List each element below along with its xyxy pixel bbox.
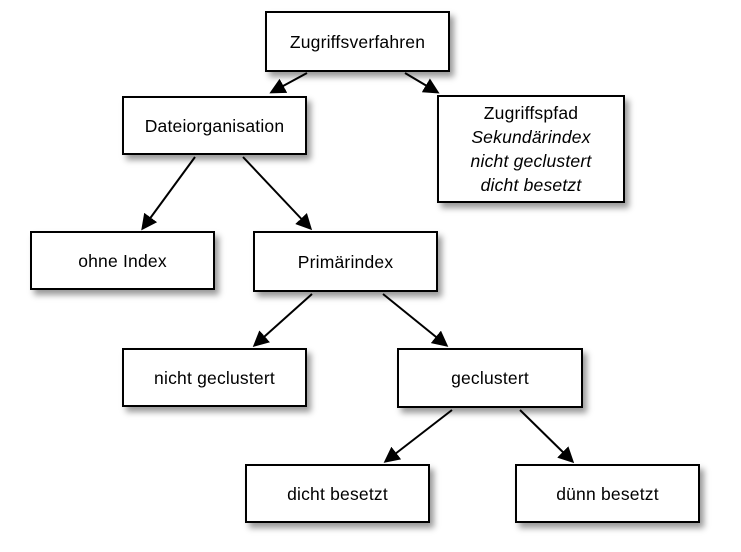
edge-geclustert-to-dicht_besetzt (383, 409, 453, 463)
edge-geclustert-to-duenn_besetzt (519, 409, 575, 464)
node-label: dicht besetzt (287, 483, 388, 504)
edge-primaerindex-to-nicht_geclustert (252, 293, 313, 348)
node-label: nicht geclustert (154, 367, 275, 388)
node-label-line3: nicht geclustert (470, 151, 592, 171)
node-label-line1: Zugriffspfad (483, 103, 579, 123)
edge-zugriffsverfahren-to-zugriffspfad (404, 72, 440, 94)
node-primaerindex: Primärindex (253, 231, 438, 292)
node-ohne-index: ohne Index (30, 231, 215, 290)
node-duenn-besetzt: dünn besetzt (515, 464, 700, 523)
node-label: dünn besetzt (556, 483, 659, 504)
node-label: geclustert (451, 368, 529, 388)
node-geclustert: geclustert (397, 348, 583, 408)
node-label: Primärindex (297, 251, 394, 272)
node-label-line4: dicht besetzt (480, 175, 582, 195)
node-label: Dateiorganisation (144, 115, 285, 136)
node-dateiorganisation: Dateiorganisation (122, 96, 307, 155)
node-label: Zugriffsverfahren (289, 31, 426, 52)
edge-dateiorganisation-to-ohne_index (141, 156, 196, 231)
node-label-line2: Sekundärindex (471, 127, 591, 147)
node-zugriffspfad: Zugriffspfad Sekundärindex nicht geclust… (437, 95, 625, 203)
node-nicht-geclustert: nicht geclustert (122, 348, 307, 407)
edge-zugriffsverfahren-to-dateiorganisation (269, 72, 308, 94)
edge-primaerindex-to-geclustert (382, 293, 449, 347)
node-label: ohne Index (78, 250, 167, 271)
node-zugriffsverfahren: Zugriffsverfahren (265, 11, 450, 72)
edge-dateiorganisation-to-primaerindex (242, 156, 313, 231)
node-dicht-besetzt: dicht besetzt (245, 464, 430, 523)
